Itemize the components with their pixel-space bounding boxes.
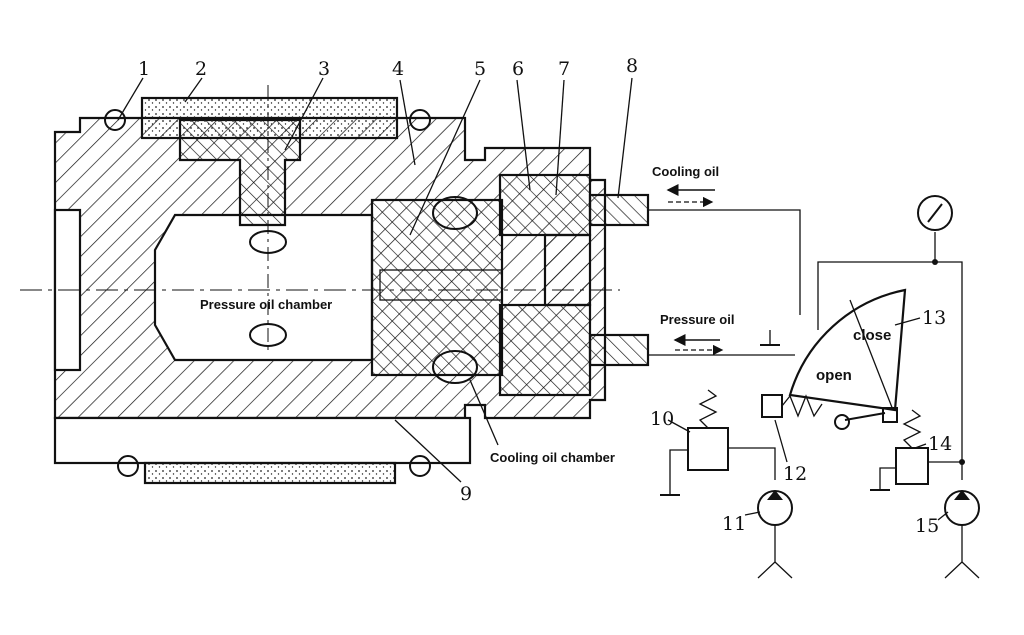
part-number: 8 (626, 55, 638, 77)
open-label: open (816, 367, 852, 384)
cooling-oil-chamber-label: Cooling oil chamber (490, 450, 615, 465)
part-number: 7 (558, 58, 570, 80)
close-label: close (853, 327, 891, 344)
part-number: 3 (318, 58, 330, 80)
part-numbers: 1 2 3 4 5 6 7 8 9 10 11 12 13 14 15 (138, 55, 952, 537)
labels: Cooling oil Pressure oil Pressure oil ch… (200, 164, 891, 465)
part-number: 5 (474, 58, 486, 80)
pressure-oil-chamber-label: Pressure oil chamber (200, 297, 332, 312)
part-number: 15 (915, 515, 939, 537)
part-number: 10 (650, 408, 674, 430)
part-number: 1 (138, 58, 150, 80)
pressure-gauge-icon (917, 195, 953, 231)
part-number: 4 (392, 58, 404, 80)
part-number: 13 (922, 307, 946, 329)
part-number: 12 (783, 463, 807, 485)
part-number: 11 (722, 513, 746, 535)
pressure-oil-label: Pressure oil (660, 312, 734, 327)
part-number: 14 (928, 433, 952, 455)
part-number: 6 (512, 58, 524, 80)
leader-lines-hydraulic (667, 317, 949, 521)
cooling-oil-label: Cooling oil (652, 164, 719, 179)
part-number: 2 (195, 58, 207, 80)
hydraulic-circuit (648, 184, 980, 579)
relief-valve-10 (687, 427, 729, 471)
relief-valve-14 (895, 447, 929, 485)
cylinder-body (20, 85, 650, 485)
part-number: 9 (460, 483, 472, 505)
leader-lines (117, 77, 633, 483)
